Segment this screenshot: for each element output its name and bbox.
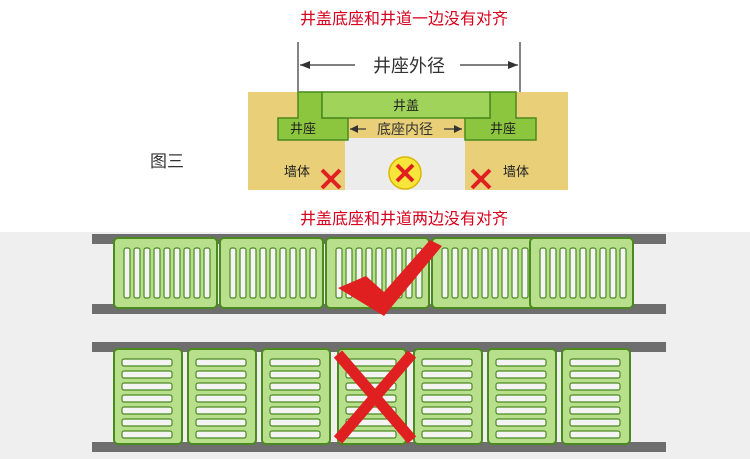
- cross-icon: [333, 350, 417, 444]
- center-cross-icon: [388, 156, 422, 190]
- left-seat-label: 井座: [290, 122, 316, 137]
- cross-section-diagram: 井座外径 井盖 井座 井座 底座内径 墙体 墙体: [248, 42, 568, 190]
- manhole-cover: [321, 91, 491, 119]
- outer-diameter-dimension: 井座外径: [297, 42, 521, 92]
- inner-diameter-label: 底座内径: [377, 122, 433, 138]
- middle-caption: 井盖底座和井道两边没有对齐: [300, 209, 509, 228]
- left-wall-label: 墙体: [284, 165, 310, 180]
- right-cross-icon: [470, 168, 492, 190]
- lower-trench-rails: [92, 342, 666, 452]
- check-icon: [338, 240, 442, 316]
- cover-label: 井盖: [393, 99, 419, 114]
- left-cross-icon: [320, 168, 342, 190]
- lower-grate-row: [113, 348, 631, 445]
- right-seat-label: 井座: [490, 122, 516, 137]
- grate-illustration: [92, 234, 666, 452]
- right-wall-label: 墙体: [503, 165, 529, 180]
- figure-label: 图三: [150, 152, 184, 172]
- outer-diameter-label: 井座外径: [373, 56, 445, 77]
- top-caption: 井盖底座和井道一边没有对齐: [300, 9, 509, 28]
- inner-diameter-dimension: 底座内径: [350, 122, 462, 138]
